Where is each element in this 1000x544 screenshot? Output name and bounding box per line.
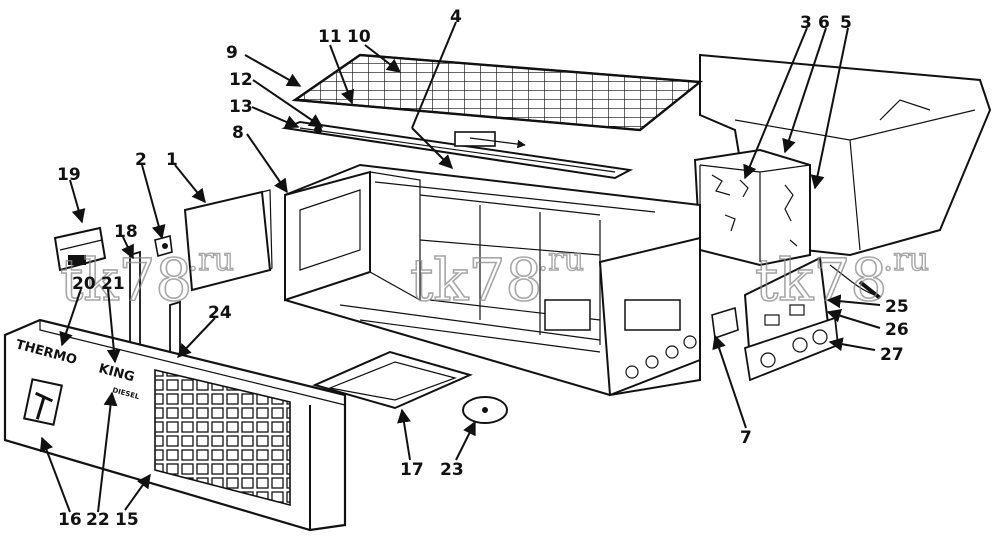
callout-21: 21 bbox=[101, 274, 125, 294]
callout-20: 20 bbox=[72, 274, 96, 294]
callout-23: 23 bbox=[440, 460, 464, 480]
leader-lines bbox=[39, 21, 881, 513]
watermark-left-suffix: .ru bbox=[188, 240, 234, 278]
callout-11: 11 bbox=[318, 27, 342, 47]
callout-2: 2 bbox=[135, 150, 147, 170]
main-frame bbox=[284, 163, 701, 397]
front-cover: THERMO KING DIESEL bbox=[3, 318, 347, 532]
watermarks: tk78 .ru tk78 .ru tk78 .ru bbox=[59, 239, 930, 315]
callout-16: 16 bbox=[58, 510, 82, 530]
callout-7: 7 bbox=[740, 428, 752, 448]
watermark-right-suffix: .ru bbox=[883, 240, 929, 278]
part-7-bracket bbox=[711, 306, 739, 340]
control-panel bbox=[743, 256, 839, 382]
top-grille-panel bbox=[291, 53, 704, 132]
callout-5: 5 bbox=[840, 13, 852, 33]
callout-25: 25 bbox=[885, 297, 909, 317]
bracket bbox=[53, 226, 107, 272]
watermark-center-suffix: .ru bbox=[538, 240, 584, 278]
callout-13: 13 bbox=[229, 97, 253, 117]
mounting-rail bbox=[281, 120, 634, 180]
callout-9: 9 bbox=[226, 43, 238, 63]
callout-12: 12 bbox=[229, 70, 253, 90]
callout-1: 1 bbox=[166, 150, 178, 170]
callout-26: 26 bbox=[885, 320, 909, 340]
callout-15: 15 bbox=[115, 510, 139, 530]
callout-24: 24 bbox=[208, 303, 232, 323]
callout-17: 17 bbox=[400, 460, 424, 480]
side-panel bbox=[183, 189, 273, 292]
callout-labels: 9 11 10 12 13 4 8 3 6 5 19 2 1 18 20 21 … bbox=[57, 7, 909, 530]
callout-10: 10 bbox=[347, 27, 371, 47]
callout-18: 18 bbox=[114, 222, 138, 242]
callout-3: 3 bbox=[800, 13, 812, 33]
floor-plate bbox=[312, 350, 473, 410]
callout-19: 19 bbox=[57, 165, 81, 185]
callout-8: 8 bbox=[232, 123, 244, 143]
callout-27: 27 bbox=[880, 345, 904, 365]
callout-4: 4 bbox=[450, 7, 462, 27]
callout-6: 6 bbox=[818, 13, 830, 33]
watermark-center: tk78 bbox=[410, 246, 542, 314]
callout-22: 22 bbox=[86, 510, 110, 530]
